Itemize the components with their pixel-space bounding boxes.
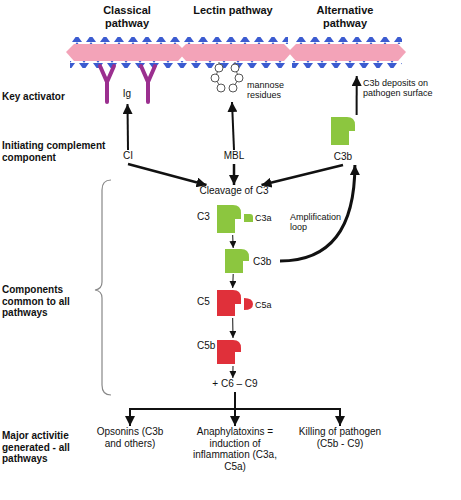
pathogen-surface (66, 37, 186, 68)
pathway-heading: Classical pathway (82, 4, 172, 29)
node-text: Anaphylatoxins = induction of inflammati… (188, 426, 282, 472)
pathogen-bar (66, 44, 186, 61)
antigen-row (70, 61, 182, 68)
component-node: MBL (218, 150, 250, 164)
node-text: C5a (255, 300, 282, 310)
flow-arrow (232, 102, 234, 150)
node-text: mannose residues (247, 80, 295, 101)
mannose-ring (229, 84, 237, 92)
activity-node: Anaphylatoxins = induction of inflammati… (188, 426, 282, 470)
row-label: Major activitie generated - all pathways (2, 430, 84, 465)
flow-arrow (232, 235, 234, 248)
c5-protein (217, 290, 241, 316)
c3b-fragment (225, 249, 249, 273)
node-text: C3a (255, 213, 282, 223)
antigen-row (70, 37, 182, 44)
protein-node: C3 C3a (197, 203, 282, 235)
c3b-fragment (331, 117, 355, 145)
flow-arrow (127, 104, 130, 150)
mannose-node: mannose residues (205, 62, 295, 102)
protein-node: C5b (197, 338, 247, 366)
node-text: MBL (218, 150, 250, 162)
mannose-symbol (211, 62, 243, 92)
process-node: Cleavage of C3 (191, 185, 277, 199)
node-text: Killing of pathogen (C5b - C9) (298, 426, 382, 449)
c3a-fragment (244, 214, 253, 222)
flow-arrow (232, 274, 234, 288)
antigen-row (292, 37, 402, 44)
antigen-row (292, 61, 402, 68)
flow-arrow (232, 366, 233, 378)
mannose-bond (215, 62, 239, 88)
antigen-row (182, 37, 288, 44)
activity-node: Killing of pathogen (C5b - C9) (298, 426, 382, 456)
activity-node: Opsonins (C3b and others) (90, 426, 170, 456)
flow-arrow (233, 164, 236, 185)
flow-arrow (262, 165, 343, 185)
flow-arrow (232, 318, 233, 338)
mannose-ring (231, 64, 239, 72)
pathway-heading: Lectin pathway (193, 4, 273, 17)
deposit-note-node: C3b deposits on pathogen surface (350, 76, 434, 114)
edge-label: Amplification loop (290, 212, 346, 233)
mannose-ring (211, 74, 219, 82)
protein-node: C5 C5a (197, 288, 282, 318)
pathway-heading: Alternative pathway (300, 4, 390, 29)
node-text: CI (114, 150, 142, 162)
flow-arrow (234, 392, 236, 426)
node-text: C3 (197, 211, 215, 223)
component-node: C3b (326, 115, 360, 165)
node-text: C3b (326, 151, 360, 163)
row-label: Initiating complement component (2, 140, 112, 163)
pathogen-bar (178, 44, 292, 61)
flow-arrow (356, 76, 358, 115)
bracket (95, 180, 111, 395)
pathogen-surface (288, 37, 406, 68)
component-node: CI (114, 150, 142, 164)
antibody-symbol (100, 66, 155, 102)
flow-arrow (235, 392, 340, 426)
c5b-fragment (217, 340, 241, 364)
node-text: C5b (197, 340, 217, 352)
node-text: Ig (115, 88, 139, 100)
flow-arrow (128, 164, 206, 185)
row-label: Components common to all pathways (2, 284, 84, 319)
pathogen-bar (288, 44, 406, 61)
node-text: Cleavage of C3 (191, 185, 277, 197)
protein-node: C3b (220, 248, 280, 274)
antibody-node: Ig (95, 62, 160, 104)
loop-arrow (280, 165, 355, 261)
mannose-ring (215, 64, 223, 72)
node-text: C3b deposits on pathogen surface (363, 78, 433, 99)
node-text: Opsonins (C3b and others) (90, 426, 170, 449)
mannose-ring (217, 84, 225, 92)
node-text: + C6 – C9 (208, 378, 262, 390)
node-text: C5 (197, 296, 215, 308)
node-text: C3b (253, 256, 280, 268)
c3-protein (217, 205, 241, 233)
mannose-ring (235, 74, 243, 82)
flow-arrow (130, 392, 235, 426)
c5a-fragment (244, 298, 253, 310)
component-node: + C6 – C9 (208, 378, 262, 392)
row-label: Key activator (2, 91, 82, 103)
